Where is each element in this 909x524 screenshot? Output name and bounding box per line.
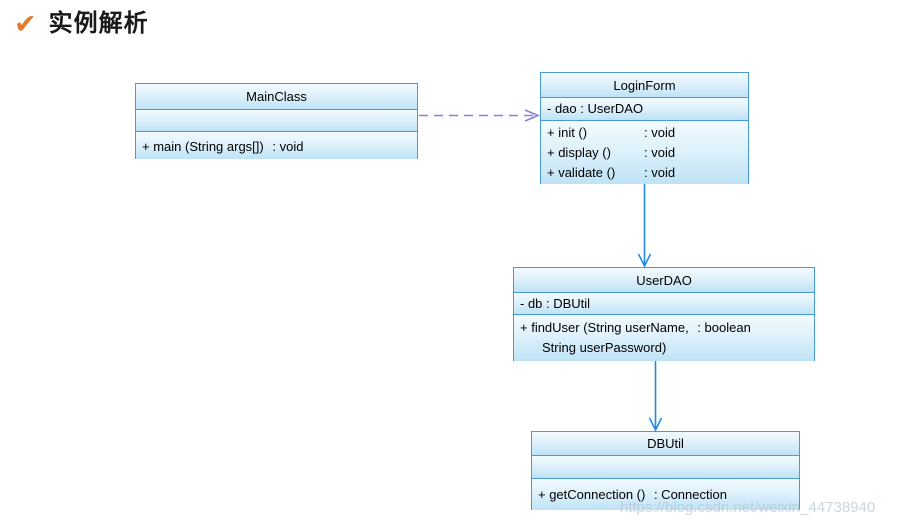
- method-finduser: + findUser (String userName, String user…: [520, 318, 808, 358]
- association-arrowhead: [637, 253, 652, 268]
- method-init: + init () : void: [547, 123, 742, 143]
- method-return-type: : void: [644, 125, 676, 140]
- method-signature: + display (): [547, 145, 611, 160]
- class-methods-dbutil: + getConnection () : Connection: [532, 478, 799, 510]
- class-box-loginform: LoginForm - dao : UserDAO + init () : voi…: [540, 72, 749, 184]
- method-signature: + main (String args[]): [142, 139, 264, 154]
- method-display: + display () : void: [547, 143, 742, 163]
- class-name-mainclass: MainClass: [136, 84, 417, 109]
- method-signature: + getConnection (): [538, 487, 646, 502]
- method-return-type: : void: [272, 139, 304, 154]
- class-box-mainclass: MainClass + main (String args[]) : void: [135, 83, 418, 159]
- attribute-dao: - dao : UserDAO: [547, 101, 644, 116]
- class-attributes-loginform: - dao : UserDAO: [541, 97, 748, 120]
- dependency-arrowhead: [524, 109, 541, 122]
- check-icon: ✔: [14, 9, 37, 39]
- method-signature: + init (): [547, 125, 588, 140]
- class-name-userdao: UserDAO: [514, 268, 814, 292]
- association-arrowhead: [648, 417, 663, 432]
- association-arrow-userdao-to-dbutil: [648, 361, 663, 432]
- association-arrow-loginform-to-userdao: [637, 184, 652, 268]
- class-methods-userdao: + findUser (String userName, String user…: [514, 314, 814, 361]
- method-main: + main (String args[]) : void: [142, 137, 411, 157]
- method-signature-line1: + findUser (String userName,: [520, 320, 689, 335]
- method-signature: + validate (): [547, 165, 616, 180]
- method-validate: + validate () : void: [547, 163, 742, 183]
- method-signature: + findUser (String userName, String user…: [520, 318, 689, 358]
- class-box-dbutil: DBUtil + getConnection () : Connection: [531, 431, 800, 510]
- class-methods-mainclass: + main (String args[]) : void: [136, 131, 417, 159]
- method-getconnection: + getConnection () : Connection: [538, 485, 793, 505]
- class-attributes-mainclass-empty: [136, 109, 417, 131]
- page-header: ✔ 实例解析: [14, 6, 149, 42]
- class-name-loginform: LoginForm: [541, 73, 748, 97]
- method-return-type: : void: [644, 145, 676, 160]
- class-methods-loginform: + init () : void + display () : void + val…: [541, 120, 748, 184]
- attribute-db: - db : DBUtil: [520, 296, 591, 311]
- class-box-userdao: UserDAO - db : DBUtil + findUser (String…: [513, 267, 815, 361]
- class-attributes-dbutil-empty: [532, 455, 799, 478]
- method-signature-line2: String userPassword): [542, 340, 667, 355]
- class-name-dbutil: DBUtil: [532, 432, 799, 455]
- method-return-type: : void: [644, 165, 676, 180]
- method-return-type: : boolean: [697, 320, 751, 335]
- class-attributes-userdao: - db : DBUtil: [514, 292, 814, 314]
- dependency-arrow-mainclass-to-loginform: [419, 109, 541, 122]
- page-title: 实例解析: [48, 10, 149, 37]
- method-return-type: : Connection: [653, 487, 727, 502]
